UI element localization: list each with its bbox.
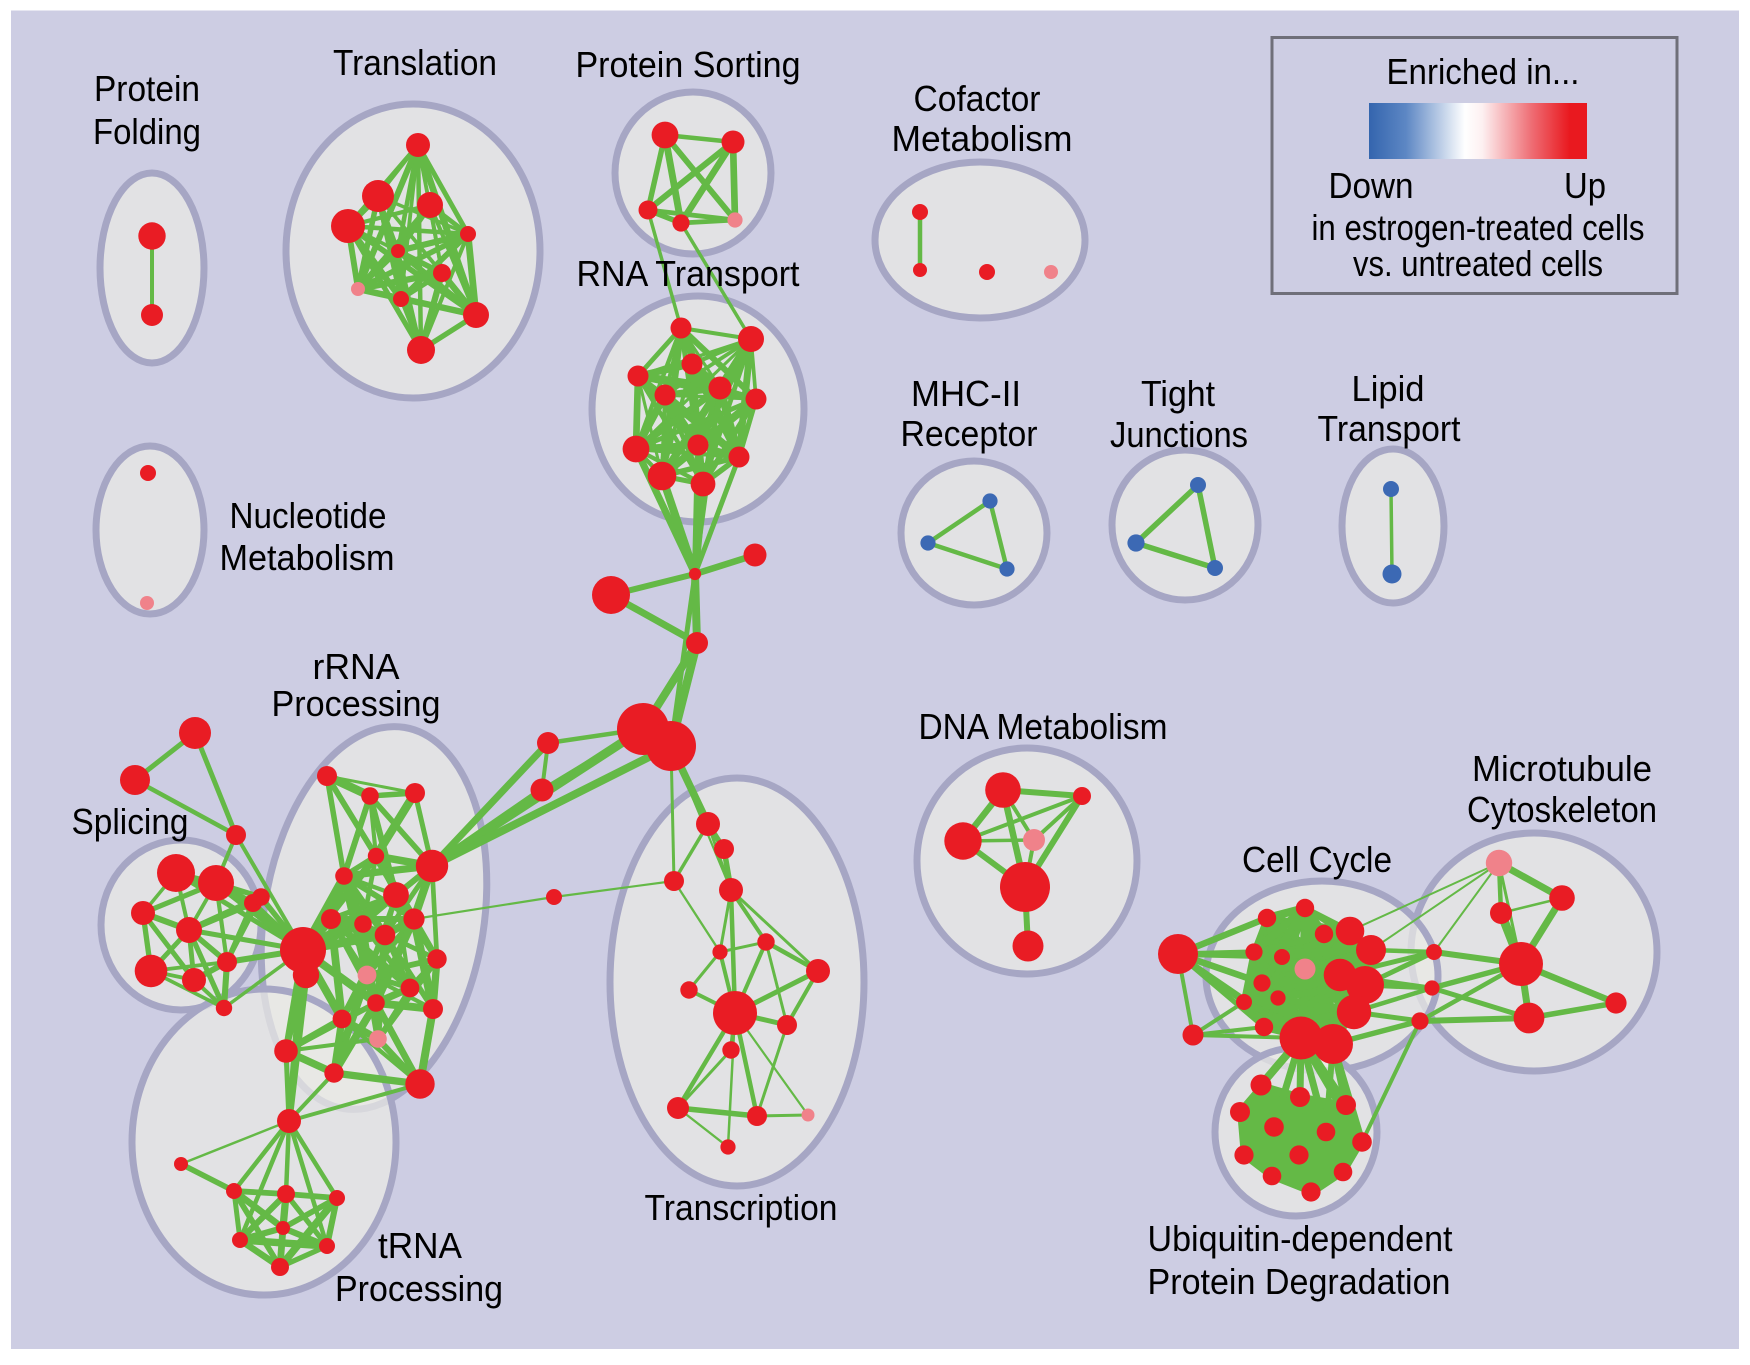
svg-text:rRNA: rRNA [313,646,400,687]
svg-text:tRNA: tRNA [378,1225,462,1266]
svg-text:Metabolism: Metabolism [220,537,395,578]
svg-text:DNA Metabolism: DNA Metabolism [919,706,1168,747]
svg-text:Processing: Processing [272,683,441,724]
svg-text:RNA Transport: RNA Transport [577,253,800,294]
svg-text:Transport: Transport [1318,408,1461,449]
svg-text:in estrogen-treated cells: in estrogen-treated cells [1312,207,1645,248]
svg-text:Metabolism: Metabolism [892,118,1073,159]
svg-text:Cell Cycle: Cell Cycle [1242,839,1392,880]
svg-text:Tight: Tight [1141,373,1215,414]
svg-text:Up: Up [1564,165,1606,206]
svg-text:Cytoskeleton: Cytoskeleton [1467,789,1657,830]
svg-text:Down: Down [1329,165,1414,206]
svg-text:Folding: Folding [93,111,201,152]
svg-text:vs. untreated cells: vs. untreated cells [1353,243,1603,284]
svg-text:Nucleotide: Nucleotide [230,495,387,536]
svg-text:Ubiquitin-dependent: Ubiquitin-dependent [1148,1218,1453,1259]
svg-text:Junctions: Junctions [1110,414,1248,455]
svg-text:Receptor: Receptor [901,413,1038,454]
svg-text:Cofactor: Cofactor [914,78,1041,119]
svg-text:MHC-II: MHC-II [911,373,1021,414]
svg-text:Lipid: Lipid [1352,368,1425,409]
svg-text:Splicing: Splicing [72,801,189,842]
svg-text:Protein Degradation: Protein Degradation [1148,1261,1451,1302]
svg-text:Protein Sorting: Protein Sorting [576,44,801,85]
svg-text:Translation: Translation [333,42,497,83]
svg-text:Protein: Protein [94,68,200,109]
svg-text:Transcription: Transcription [645,1187,838,1228]
svg-text:Microtubule: Microtubule [1472,748,1652,789]
svg-text:Enriched in...: Enriched in... [1387,51,1580,92]
svg-text:Processing: Processing [335,1268,503,1309]
